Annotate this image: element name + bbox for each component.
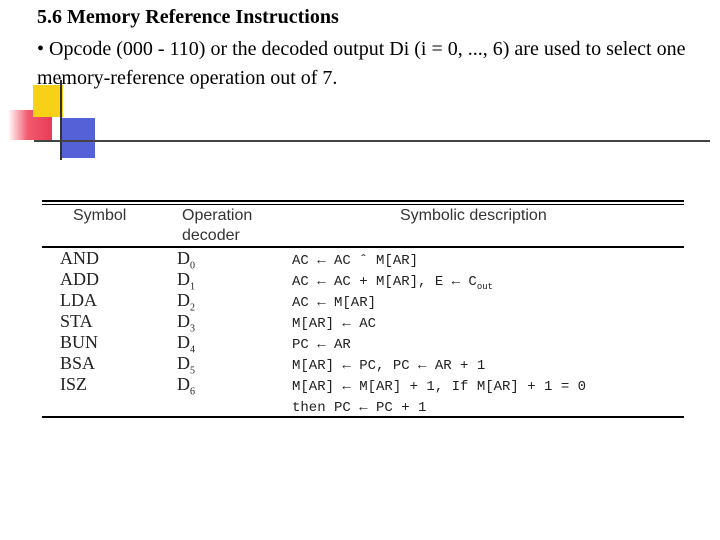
symbol-cell: BSA: [60, 353, 96, 373]
decoder-cell: D6: [177, 374, 195, 398]
table-bottom-rule: [42, 416, 684, 418]
description-cell: M[AR] ← PC, PC ← AR + 1: [292, 358, 486, 374]
table-row: BSA D5 M[AR] ← PC, PC ← AR + 1: [42, 353, 684, 377]
table-top-rule: [42, 200, 684, 202]
description-cell: PC ← AR: [292, 337, 351, 353]
symbol-cell: BUN: [60, 332, 99, 352]
decoder-cell: D1: [177, 269, 195, 293]
decorative-horizontal-line: [34, 140, 710, 142]
decorative-yellow-square: [33, 85, 63, 117]
table-row: ADD D1 AC ← AC + M[AR], E ← Cout: [42, 269, 684, 293]
description-cell: AC ← AC + M[AR], E ← Cout: [292, 274, 494, 292]
decoder-cell: D3: [177, 311, 195, 335]
symbol-cell: ADD: [60, 269, 99, 289]
decorative-vertical-line: [60, 80, 62, 160]
decorative-blue-square: [61, 118, 95, 158]
table-row: BUN D4 PC ← AR: [42, 332, 684, 356]
description-cell: AC ← M[AR]: [292, 295, 377, 311]
slide-title: 5.6 Memory Reference Instructions: [37, 6, 339, 28]
table-row: STA D3 M[AR] ← AC: [42, 311, 684, 335]
description-cell: then PC ← PC + 1: [292, 400, 427, 416]
symbol-cell: STA: [60, 311, 93, 331]
instruction-table: Symbol Operation decoder Symbolic descri…: [42, 200, 684, 420]
table-top-rule-thin: [42, 204, 684, 205]
decoder-cell: D2: [177, 290, 195, 314]
decoder-cell: D0: [177, 248, 195, 272]
header-operation-decoder: Operation decoder: [182, 207, 253, 244]
symbol-cell: AND: [60, 248, 99, 268]
table-row: then PC ← PC + 1: [42, 395, 684, 416]
header-symbolic-description: Symbolic description: [400, 207, 547, 224]
table-row: ISZ D6 M[AR] ← M[AR] + 1, If M[AR] + 1 =…: [42, 374, 684, 398]
header-symbol: Symbol: [73, 207, 127, 224]
table-row: AND D0 AC ← AC ˆ M[AR]: [42, 248, 684, 272]
table-header-rule: [42, 246, 684, 248]
decoder-cell: D5: [177, 353, 195, 377]
symbol-cell: ISZ: [60, 374, 87, 394]
description-cell: AC ← AC ˆ M[AR]: [292, 253, 419, 269]
table-row: LDA D2 AC ← M[AR]: [42, 290, 684, 314]
description-cell: M[AR] ← M[AR] + 1, If M[AR] + 1 = 0: [292, 379, 587, 395]
description-cell: M[AR] ← AC: [292, 316, 377, 332]
symbol-cell: LDA: [60, 290, 97, 310]
decoder-cell: D4: [177, 332, 195, 356]
bullet-text: • Opcode (000 - 110) or the decoded outp…: [37, 38, 686, 89]
